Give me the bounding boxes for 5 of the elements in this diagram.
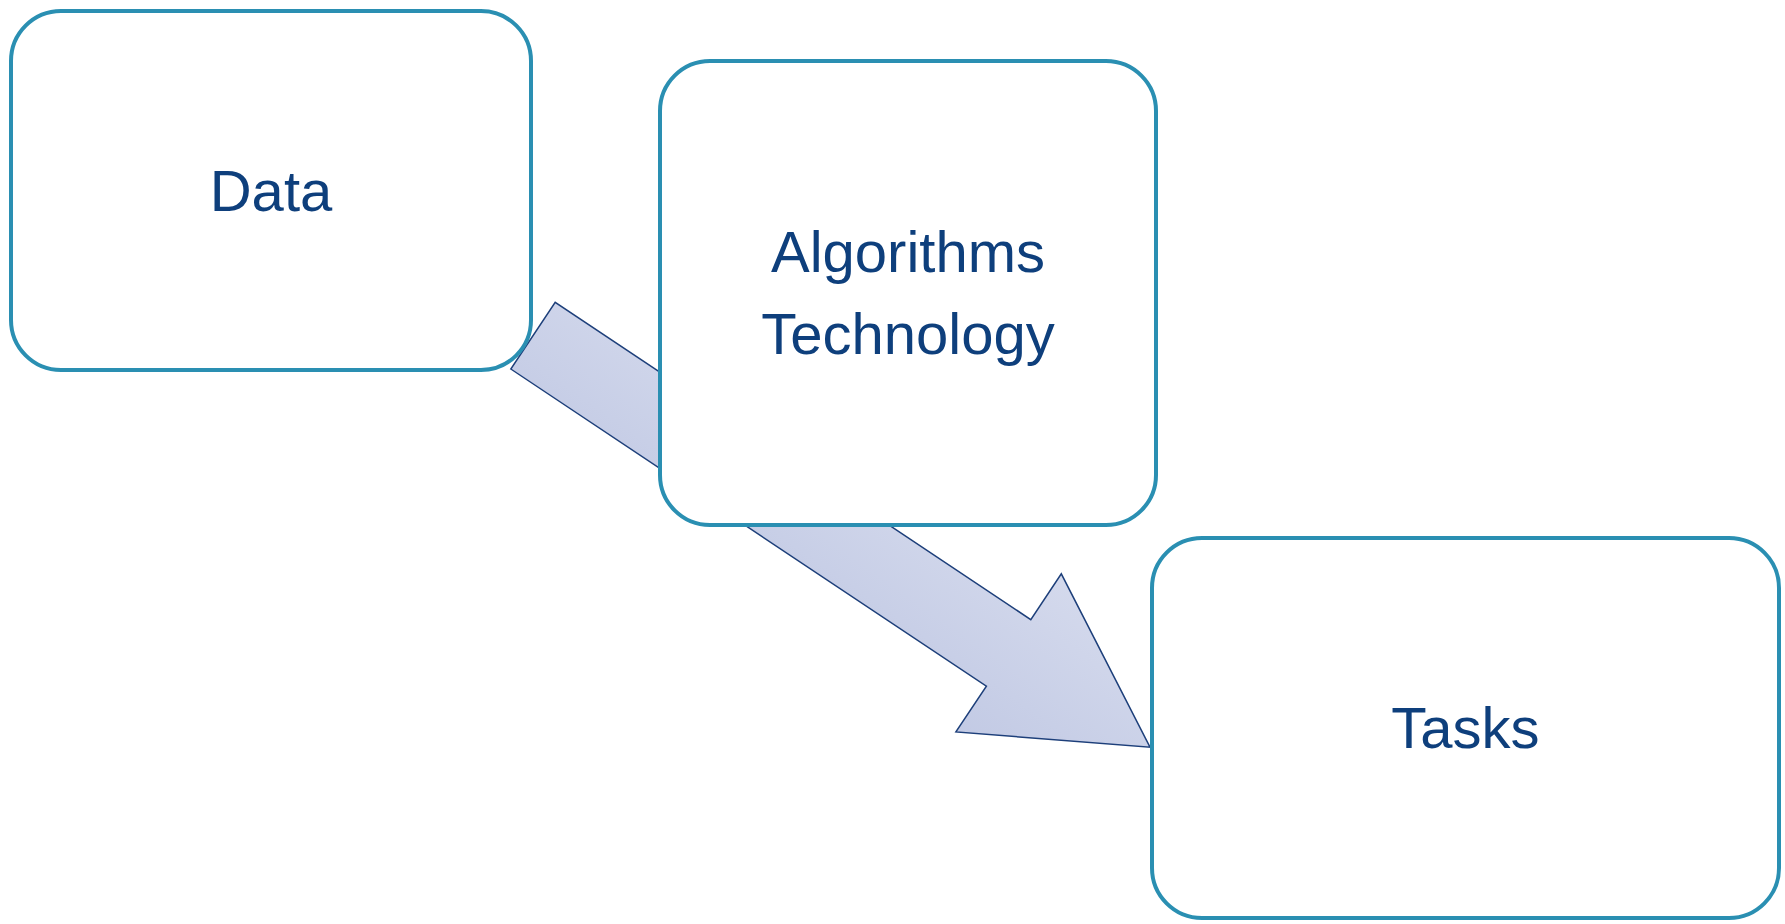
rounded-box <box>9 9 533 372</box>
rounded-box <box>1150 536 1781 920</box>
box-label: Tasks <box>1391 699 1540 757</box>
rounded-box <box>658 59 1158 527</box>
box-label: Data <box>209 161 333 220</box>
